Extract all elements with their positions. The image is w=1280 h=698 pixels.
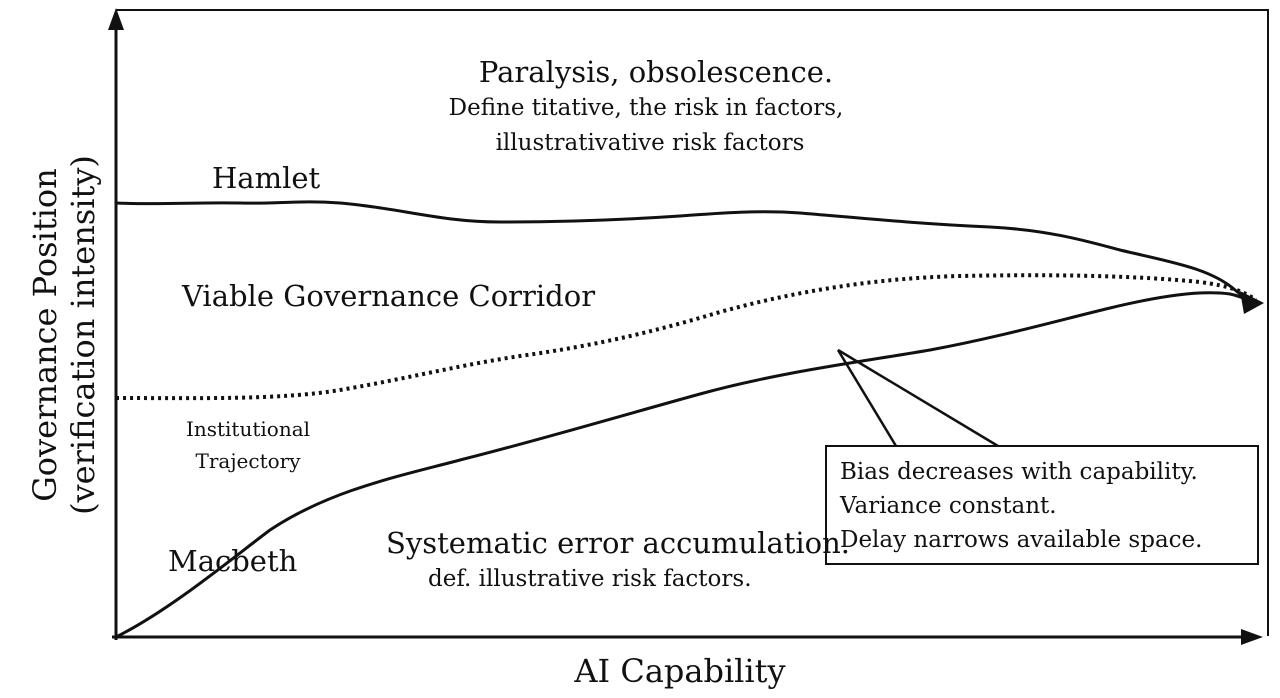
corridor-label: Viable Governance Corridor <box>181 279 595 313</box>
top-region-line-2: Define titative, the risk in factors, <box>449 95 844 121</box>
institutional-trajectory-curve <box>115 273 1258 401</box>
frame-border <box>116 9 1269 636</box>
x-axis-arrowhead <box>1241 629 1263 645</box>
top-region-title: Paralysis, obsolescence. <box>479 55 833 89</box>
x-axis-title: AI Capability <box>573 652 785 690</box>
bottom-region-title: Systematic error accumulation. <box>386 526 850 560</box>
annotation-line-1: Bias decreases with capability. <box>840 459 1198 485</box>
convergence-arrowhead <box>1240 291 1264 314</box>
top-region-line-3: illustrativative risk factors <box>496 130 805 156</box>
macbeth-curve <box>115 291 1253 639</box>
trajectory-label-line-1: Institutional <box>186 417 310 441</box>
trajectory-label-line-2: Trajectory <box>196 449 302 473</box>
macbeth-label: Macbeth <box>168 544 297 578</box>
y-axis-title-line-2: (verification intensity) <box>64 155 102 515</box>
callout-pointer-lower <box>836 349 898 447</box>
annotation-line-2: Variance constant. <box>839 493 1057 519</box>
bottom-region-line-2: def. illustrative risk factors. <box>428 566 752 592</box>
annotation-line-3: Delay narrows available space. <box>840 527 1202 553</box>
annotation-box <box>825 445 1259 565</box>
hamlet-label: Hamlet <box>212 161 321 195</box>
hamlet-curve <box>115 200 1257 306</box>
y-axis-title-group: Governance Position (verification intens… <box>26 155 102 515</box>
callout-pointer-upper <box>837 348 999 448</box>
y-axis-title-line-1: Governance Position <box>26 168 64 502</box>
y-axis-arrowhead <box>108 8 124 30</box>
